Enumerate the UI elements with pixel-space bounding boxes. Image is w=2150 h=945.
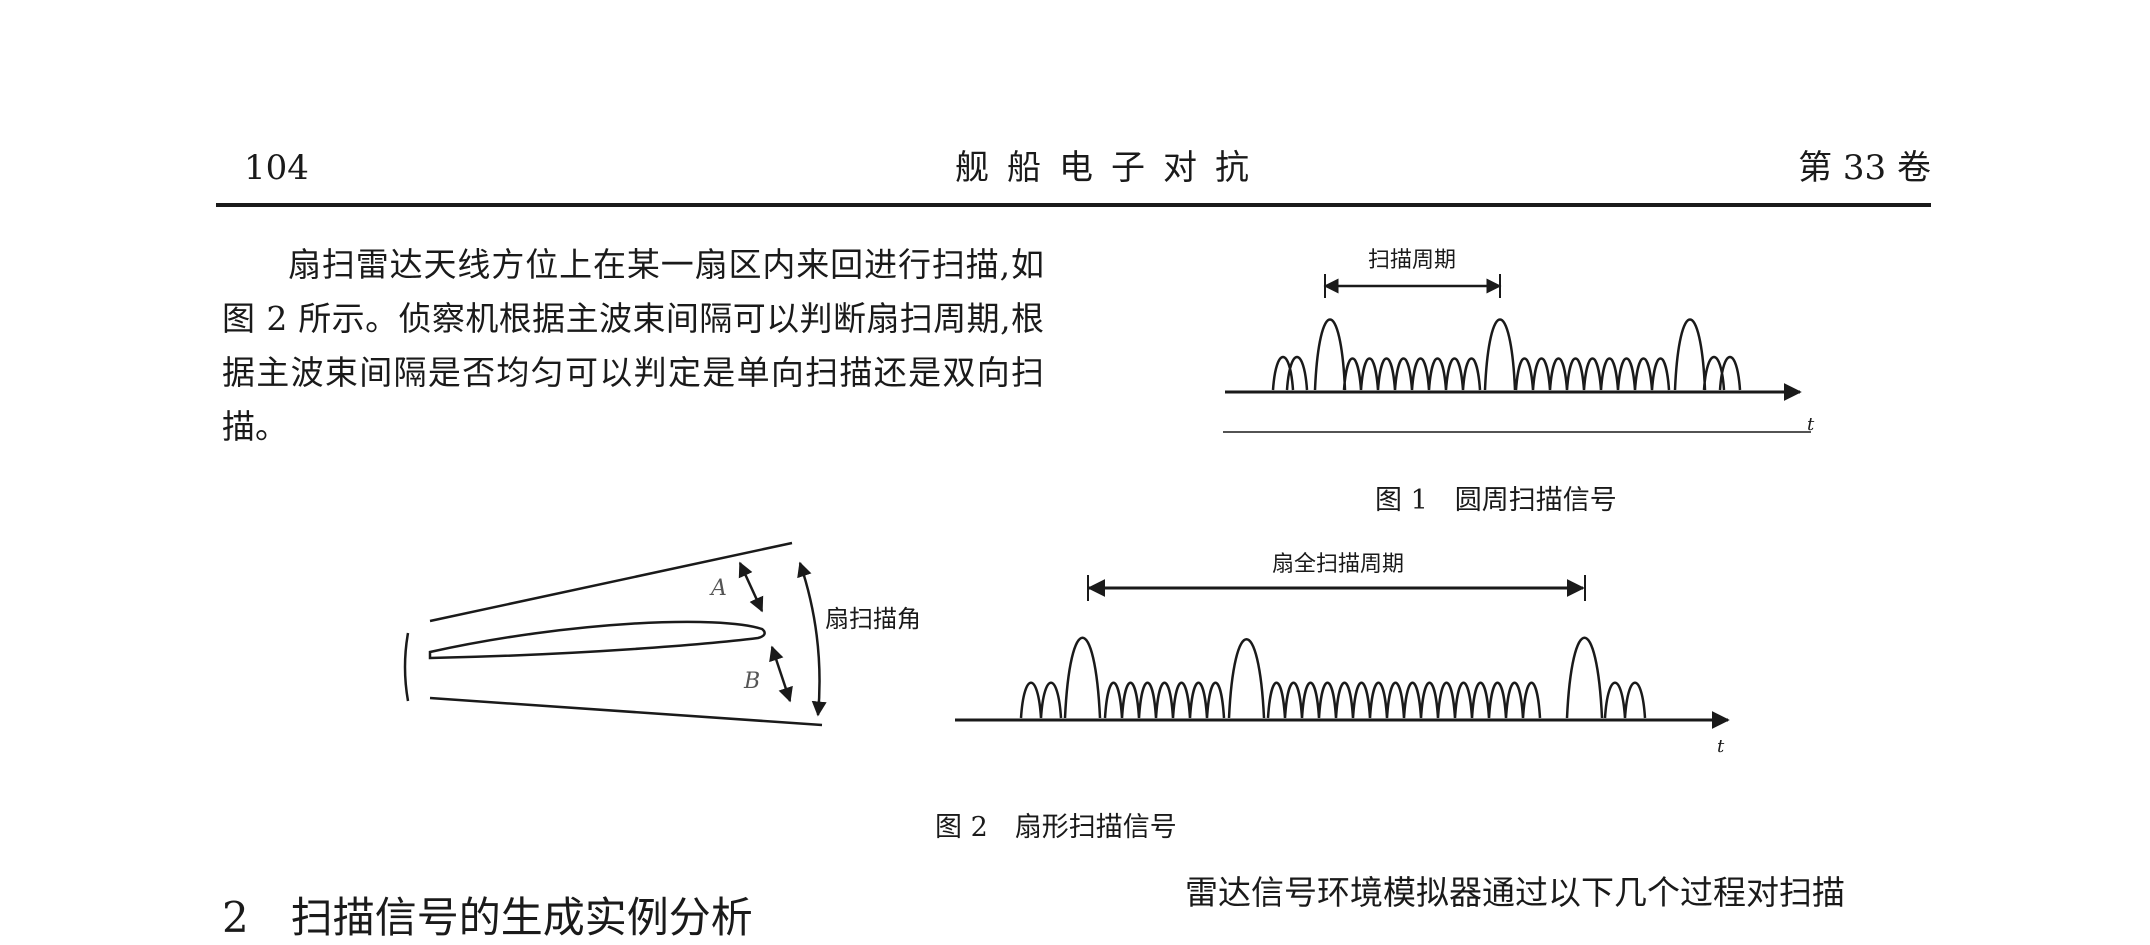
body-paragraph: 扇扫雷达天线方位上在某一扇区内来回进行扫描,如图 2 所示。侦察机根据主波束间隔…	[222, 238, 1044, 454]
right-column-text: 雷达信号环境模拟器通过以下几个过程对扫描	[1185, 873, 1845, 912]
paragraph-line: 扇扫周期,根据主波束间隔是否均匀可以判定是单	[222, 299, 1044, 392]
scan-angle-arrow	[797, 561, 827, 717]
volume-label: 第 33 卷	[1798, 148, 1931, 188]
paragraph-line: 描,如图 2 所示。侦察机根据主波束间隔可以判断	[222, 245, 1044, 338]
figure-2-caption: 图 2 扇形扫描信号	[935, 812, 1177, 843]
sector-lower-boundary	[429, 696, 823, 727]
page-number: 104	[244, 148, 309, 188]
figure-1-diagram: 扫描周期 t	[1223, 248, 1815, 435]
label-b: B	[743, 669, 760, 694]
angle-a-arrow	[738, 561, 764, 613]
figure-2-period-arrow	[1087, 575, 1586, 601]
figure-1-period-label: 扫描周期	[1368, 248, 1456, 273]
sector-upper-boundary	[429, 541, 793, 623]
scan-angle-label: 扇扫描角	[825, 605, 921, 633]
figure-2-period-label: 扇全扫描周期	[1272, 552, 1404, 577]
label-a: A	[709, 576, 727, 601]
figure-1-pulse-train	[1271, 318, 1742, 391]
journal-title: 舰船电子对抗	[955, 148, 1267, 188]
header-rule	[216, 203, 1931, 207]
figure-2-signal-diagram: 扇全扫描周期 t	[955, 552, 1730, 757]
paragraph-line: 向扫描还是双向扫描。	[222, 353, 1045, 446]
figure-2-pulse-train	[1019, 636, 1647, 719]
angle-b-arrow	[769, 645, 793, 703]
figure-2-beam-diagram: A B 扇扫描角	[403, 541, 921, 727]
paragraph-line: 扇扫雷达天线方位上在某一扇区内来回进行扫	[288, 245, 966, 284]
antenna-reflector-shape	[403, 632, 410, 702]
figure-2-axis-label: t	[1717, 736, 1725, 757]
figure-1-axis-label: t	[1807, 414, 1815, 435]
main-beam-lobe	[428, 620, 766, 660]
paragraph-text: 扇扫雷达天线方位上在某一扇区内来回进行扫描,如图 2 所示。侦察机根据主波束间隔…	[222, 238, 1044, 454]
figure-1-period-arrow	[1323, 274, 1502, 298]
section-heading: 2 扫描信号的生成实例分析	[222, 893, 753, 942]
figure-1-caption: 图 1 圆周扫描信号	[1375, 485, 1617, 516]
